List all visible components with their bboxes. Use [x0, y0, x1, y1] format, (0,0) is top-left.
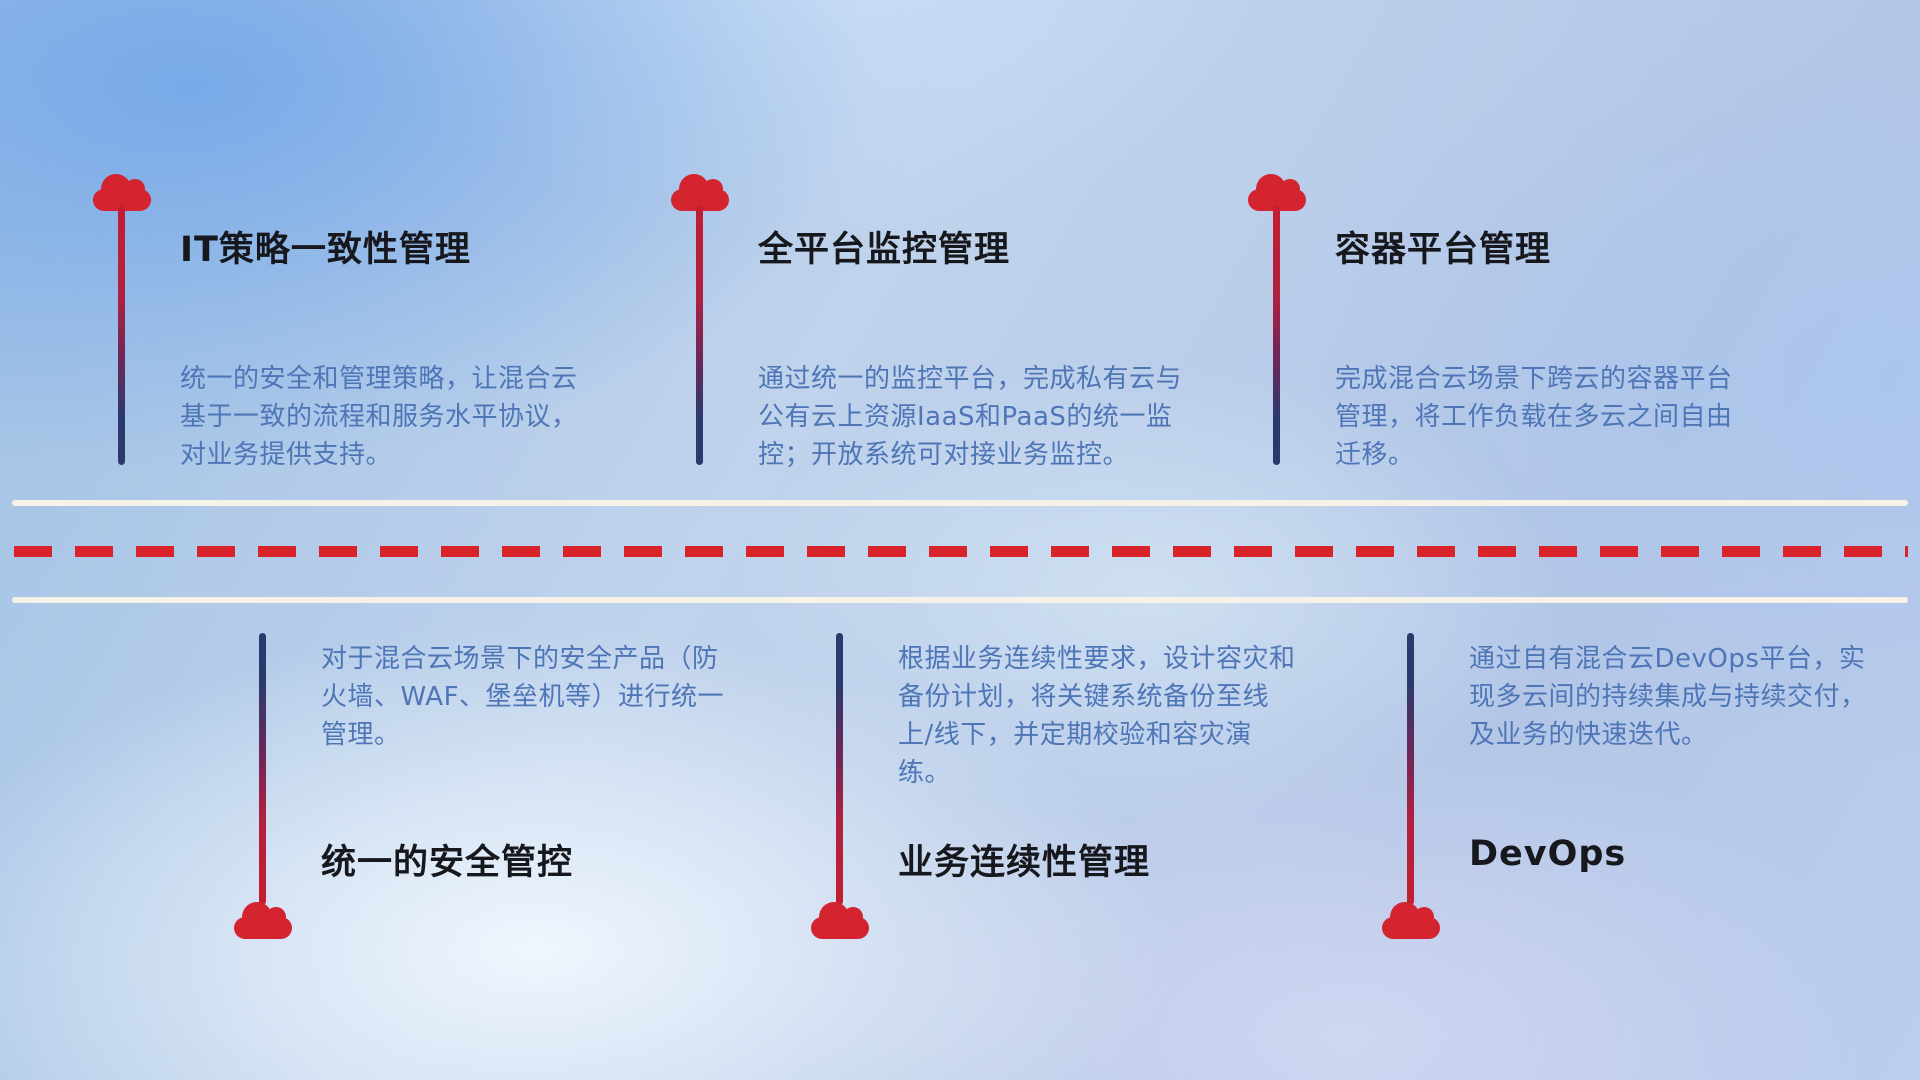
cloud-icon [234, 902, 292, 939]
feature-description: 统一的安全和管理策略，让混合云基于一致的流程和服务水平协议，对业务提供支持。 [180, 364, 578, 470]
feature-description: 通过统一的监控平台，完成私有云与公有云上资源IaaS和PaaS的统一监控；开放系… [758, 364, 1183, 470]
feature-title: 业务连续性管理 [898, 843, 1151, 883]
road-dashed-line [14, 546, 1908, 557]
feature-title: 容器平台管理 [1335, 230, 1552, 270]
connector-line [1407, 633, 1414, 905]
connector-line [696, 205, 703, 465]
feature-description: 对于混合云场景下的安全产品（防火墙、WAF、堡垒机等）进行统一管理。 [321, 644, 725, 750]
feature-description: 根据业务连续性要求，设计容灾和备份计划，将关键系统备份至线上/线下，并定期校验和… [898, 644, 1296, 788]
connector-line [836, 633, 843, 905]
cloud-icon [811, 902, 869, 939]
cloud-icon [671, 174, 729, 211]
feature-description: 完成混合云场景下跨云的容器平台管理，将工作负载在多云之间自由迁移。 [1335, 364, 1733, 470]
cloud-icon [1248, 174, 1306, 211]
connector-line [1273, 205, 1280, 465]
connector-line [259, 633, 266, 905]
feature-title: 统一的安全管控 [321, 843, 574, 883]
cloud-icon [1382, 902, 1440, 939]
cloud-icon [93, 174, 151, 211]
feature-title: DevOps [1469, 834, 1627, 874]
feature-title: IT策略一致性管理 [180, 230, 471, 270]
road-bottom-line [12, 597, 1908, 603]
road-top-line [12, 500, 1908, 506]
feature-title: 全平台监控管理 [758, 230, 1011, 270]
connector-line [118, 205, 125, 465]
feature-description: 通过自有混合云DevOps平台，实现多云间的持续集成与持续交付，及业务的快速迭代… [1469, 644, 1867, 750]
